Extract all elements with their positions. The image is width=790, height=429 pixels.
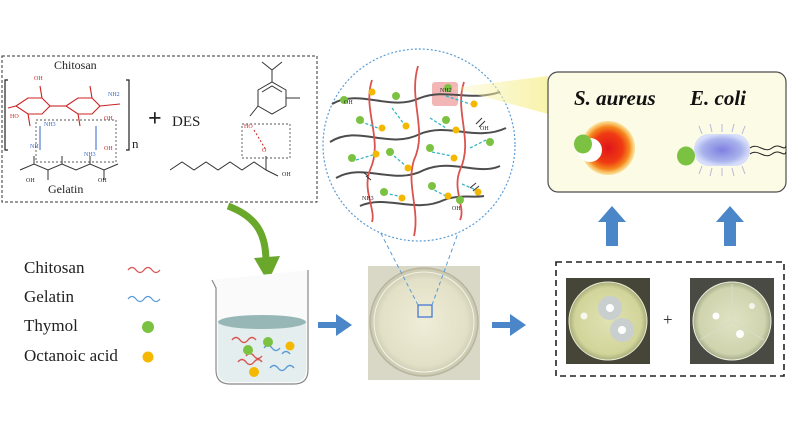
atom-ho-1: HO	[10, 114, 19, 120]
atom-oh-3: OH	[104, 146, 113, 152]
green-arrow	[226, 202, 280, 282]
s-aureus-label: S. aureus	[574, 86, 656, 110]
network-zoom-circle	[322, 48, 516, 242]
octanoic-acid-dots	[368, 88, 482, 202]
legend-marker-octanoic-acid	[142, 351, 154, 363]
arrow-film-to-plates	[492, 314, 526, 336]
structure-box	[1, 55, 318, 203]
atom-nh3-2: NH3	[84, 152, 96, 158]
zoom-lines	[374, 221, 463, 306]
atom-oh-6: OH	[282, 172, 291, 178]
des-label: DES	[172, 114, 201, 130]
plus-sign-structures: +	[148, 106, 162, 132]
atom-oh-5: OH	[98, 178, 107, 184]
up-arrow-e-coli	[716, 206, 744, 246]
gelatin-structure-label: Gelatin	[48, 182, 84, 196]
atom-ho-2: HO	[244, 124, 253, 130]
amine-linkers	[39, 126, 97, 150]
e-coli-pili	[698, 123, 746, 177]
plates-panel	[555, 261, 785, 377]
legend-label-thymol: Thymol	[24, 316, 78, 335]
atom-o-1: O	[262, 148, 267, 154]
legend-label-chitosan: Chitosan	[24, 258, 85, 277]
legend-markers	[127, 266, 161, 363]
beaker	[211, 270, 309, 385]
callout-beam	[452, 76, 548, 114]
atom-nh-1: NH	[30, 144, 39, 150]
legend-marker-chitosan	[127, 266, 161, 274]
gelatin-backbone	[19, 156, 119, 180]
zoom-label-nh3: NH3	[362, 196, 374, 202]
chitosan-structure-label: Chitosan	[54, 58, 97, 72]
arrow-beaker-to-film	[318, 314, 352, 336]
functional-group-ticks	[362, 117, 486, 192]
atom-nh2-1: NH2	[108, 92, 120, 98]
atom-oh-2: OH	[104, 116, 113, 122]
chitosan-chains	[366, 65, 467, 237]
up-arrow-s-aureus	[598, 206, 626, 246]
legend-marker-gelatin	[127, 295, 161, 303]
zoom-label-oh-2: OH	[480, 126, 489, 132]
film-photo	[368, 266, 480, 380]
e-coli-label: E. coli	[690, 86, 746, 110]
zoom-label-oh-3: OH	[452, 206, 461, 212]
plus-sign-plates: +	[663, 310, 673, 329]
zoom-label-nh2: NH2	[440, 88, 452, 94]
atom-oh-4: OH	[26, 178, 35, 184]
chitosan-rings	[7, 85, 121, 127]
zoom-label-oh-1: OH	[344, 100, 353, 106]
legend-marker-thymol	[142, 321, 154, 333]
atom-oh-1: OH	[34, 76, 43, 82]
thymol-molecule	[249, 61, 300, 117]
thymol-dots	[340, 84, 494, 204]
legend-label-gelatin: Gelatin	[24, 287, 75, 306]
atom-nh3-1: NH3	[44, 122, 56, 128]
bacteria-panel	[547, 71, 787, 193]
polymer-subscript-n: n	[132, 136, 139, 151]
legend-label-octanoic-acid: Octanoic acid	[24, 346, 118, 365]
